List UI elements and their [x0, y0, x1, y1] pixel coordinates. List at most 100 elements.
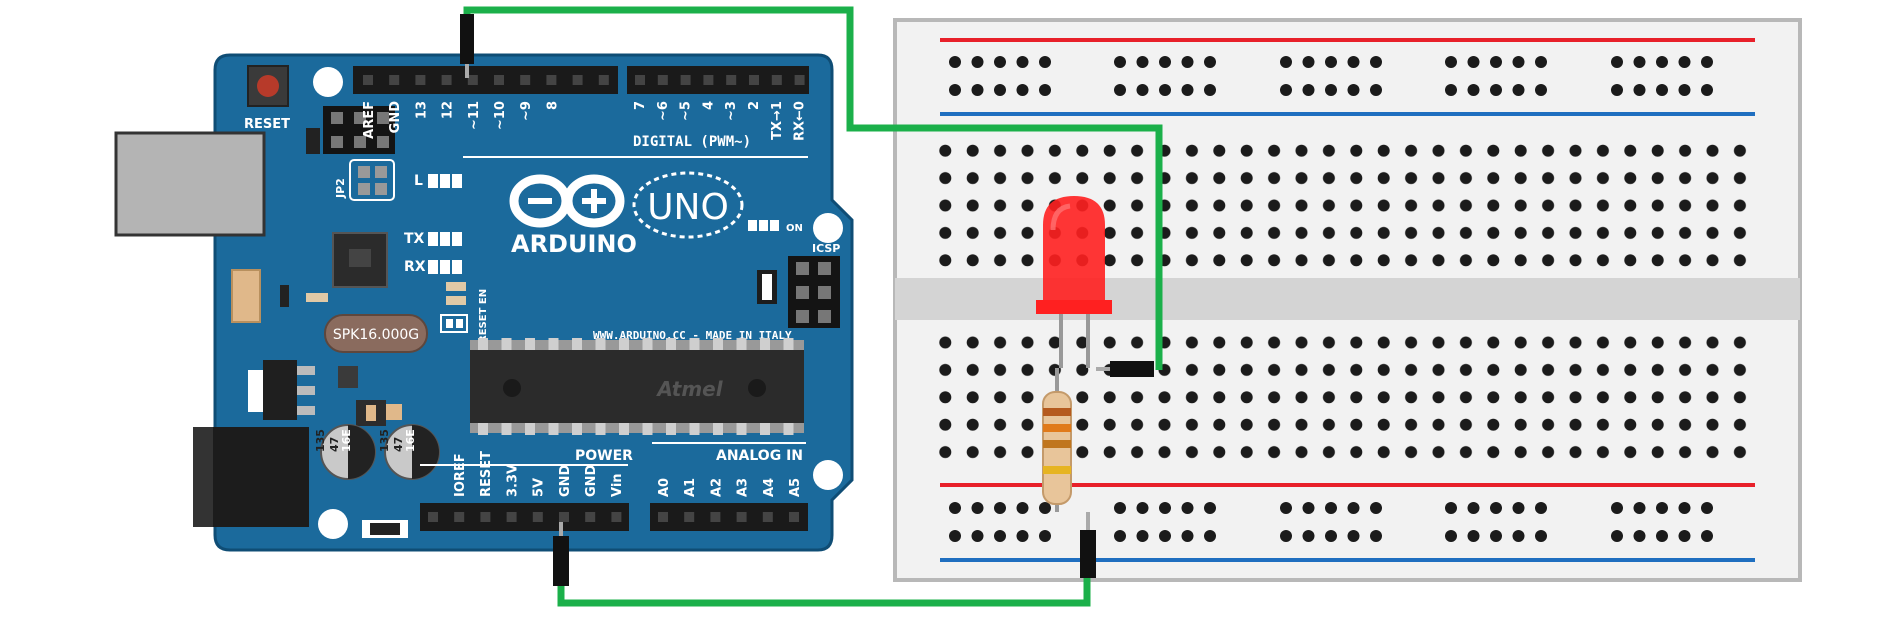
- rail-hole: [1159, 56, 1171, 68]
- l-led: [428, 174, 462, 188]
- header-socket: [585, 512, 596, 522]
- power-jack-edge: [193, 427, 213, 527]
- led-flange: [1036, 300, 1112, 314]
- icsp-header-usb: [323, 106, 395, 154]
- header-socket: [363, 75, 373, 85]
- header-socket: [789, 512, 799, 522]
- rail-hole: [949, 502, 961, 514]
- resistor-band: [1043, 466, 1071, 474]
- rail-hole: [1656, 502, 1668, 514]
- jumper-wires: [460, 6, 1163, 607]
- rail-hole: [1280, 84, 1292, 96]
- jp2-outline: [349, 159, 395, 201]
- rail-hole: [1535, 56, 1547, 68]
- rail-hole: [1678, 56, 1691, 68]
- rail-hole: [1467, 56, 1480, 68]
- pin-label: IOREF: [453, 453, 468, 497]
- header-socket: [559, 512, 569, 522]
- rail-hole: [1633, 56, 1646, 68]
- rail-hole: [1512, 56, 1525, 68]
- pin-label: 5V: [532, 478, 547, 497]
- led-lens: [1043, 196, 1105, 300]
- reset-button-cap[interactable]: [257, 75, 279, 97]
- mounting-hole: [813, 460, 843, 490]
- mounting-hole: [813, 213, 843, 243]
- analog-label: ANALOG IN: [716, 448, 803, 464]
- electrolytic-capacitor: 135 47 16E: [314, 424, 376, 480]
- header-socket: [506, 512, 517, 522]
- rail-hole: [1633, 84, 1646, 96]
- smd-resistor: [446, 282, 466, 291]
- rail-hole: [1114, 530, 1126, 542]
- smd-component: [386, 404, 402, 420]
- rail-hole: [1039, 84, 1051, 96]
- pin-label: ~6: [656, 101, 671, 121]
- rail-hole: [994, 56, 1006, 68]
- rail-hole: [1016, 502, 1029, 514]
- pin-label: 13: [414, 101, 429, 119]
- uno-badge: [632, 171, 744, 239]
- rail-hole: [1016, 530, 1029, 542]
- reset-en-label: RESET EN: [478, 289, 489, 343]
- rail-hole: [994, 502, 1006, 514]
- icsp-header: [788, 256, 840, 328]
- rail-hole: [1039, 530, 1051, 542]
- pin-label: A1: [683, 478, 698, 497]
- rail-hole: [1181, 502, 1194, 514]
- rail-hole: [1467, 502, 1480, 514]
- rail-hole: [1445, 502, 1457, 514]
- smd-resistor: [446, 296, 466, 305]
- rail-hole: [949, 530, 961, 542]
- rail-hole: [1039, 502, 1051, 514]
- pin-label: GND: [558, 464, 573, 497]
- rail-hole: [1535, 502, 1547, 514]
- header-socket: [684, 512, 695, 522]
- jp2-label: JP2: [334, 178, 347, 199]
- wire-plug-gnd: [553, 536, 569, 586]
- rail-hole: [1656, 56, 1668, 68]
- rail-hole: [1490, 530, 1502, 542]
- rail-hole: [1159, 530, 1171, 542]
- rail-hole: [1490, 84, 1502, 96]
- header-socket: [657, 75, 668, 85]
- rail-hole: [1016, 56, 1029, 68]
- rail-hole: [1445, 56, 1457, 68]
- header-socket: [467, 75, 478, 85]
- smd-component: [306, 128, 320, 154]
- rail-hole: [1204, 530, 1216, 542]
- pin-label: ~11: [467, 101, 482, 130]
- pin-label: ~5: [679, 101, 694, 121]
- header-socket: [480, 512, 491, 522]
- rail-hole: [1512, 502, 1525, 514]
- rail-hole: [1347, 56, 1360, 68]
- rail-hole: [1611, 84, 1623, 96]
- header-socket: [749, 75, 759, 85]
- header-socket: [389, 75, 400, 85]
- pin-label: GND: [388, 101, 403, 134]
- wire-plug-pin13: [460, 14, 474, 64]
- rail-hole: [1467, 84, 1480, 96]
- header-socket: [611, 512, 622, 522]
- rail-hole: [1280, 502, 1292, 514]
- header-socket: [762, 512, 773, 522]
- rail-hole: [1370, 84, 1382, 96]
- pin-label: 8: [545, 101, 560, 110]
- rail-hole: [1136, 530, 1149, 542]
- reset-en-jumper: [440, 314, 468, 333]
- rail-hole: [971, 84, 984, 96]
- header-socket: [658, 512, 668, 522]
- chip-marking: [349, 249, 371, 267]
- pin-label: A0: [657, 478, 672, 497]
- rail-hole: [1678, 530, 1691, 542]
- capacitor-value-1: 135: [314, 429, 327, 452]
- mounting-hole: [318, 509, 348, 539]
- rail-hole: [1370, 502, 1382, 514]
- rail-hole: [1114, 502, 1126, 514]
- rail-hole: [1302, 56, 1315, 68]
- rail-hole: [1656, 530, 1668, 542]
- pin-label: ~3: [724, 101, 739, 121]
- pin-label: 12: [441, 101, 456, 119]
- regulator-tab: [248, 370, 263, 412]
- header-socket: [680, 75, 691, 85]
